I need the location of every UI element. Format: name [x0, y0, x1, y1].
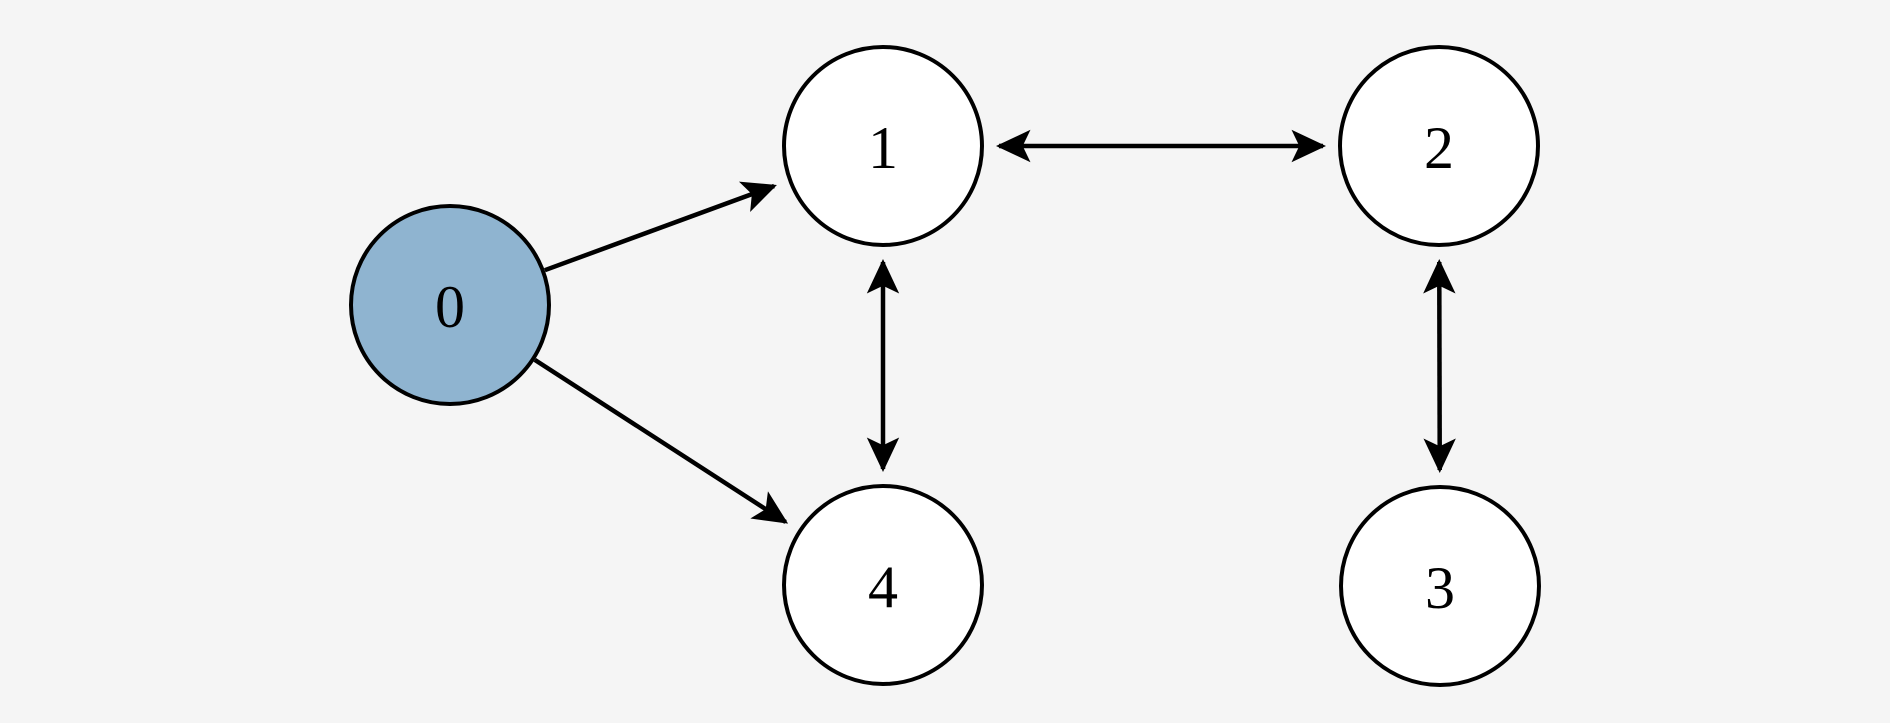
edges-layer	[533, 129, 1456, 524]
node-circle-3[interactable]	[1339, 485, 1541, 687]
node-label-2: 2	[1424, 115, 1454, 181]
graph-node-2[interactable]: 2	[1338, 45, 1540, 247]
node-circle-2[interactable]	[1338, 45, 1540, 247]
graph-node-0[interactable]: 0	[349, 204, 551, 406]
node-label-1: 1	[868, 115, 898, 181]
graph-node-3[interactable]: 3	[1339, 485, 1541, 687]
node-circle-4[interactable]	[782, 484, 984, 686]
graph-node-1[interactable]: 1	[782, 45, 984, 247]
node-circle-1[interactable]	[782, 45, 984, 247]
node-label-0: 0	[435, 274, 465, 340]
graph-node-4[interactable]: 4	[782, 484, 984, 686]
node-label-3: 3	[1425, 555, 1455, 621]
node-circle-0[interactable]	[349, 204, 551, 406]
graph-edge-0-4[interactable]	[533, 357, 789, 524]
node-label-4: 4	[868, 554, 898, 620]
graph-edge-0-1[interactable]	[544, 181, 777, 273]
nodes-layer: 0 1 2 3 4	[349, 45, 1541, 687]
